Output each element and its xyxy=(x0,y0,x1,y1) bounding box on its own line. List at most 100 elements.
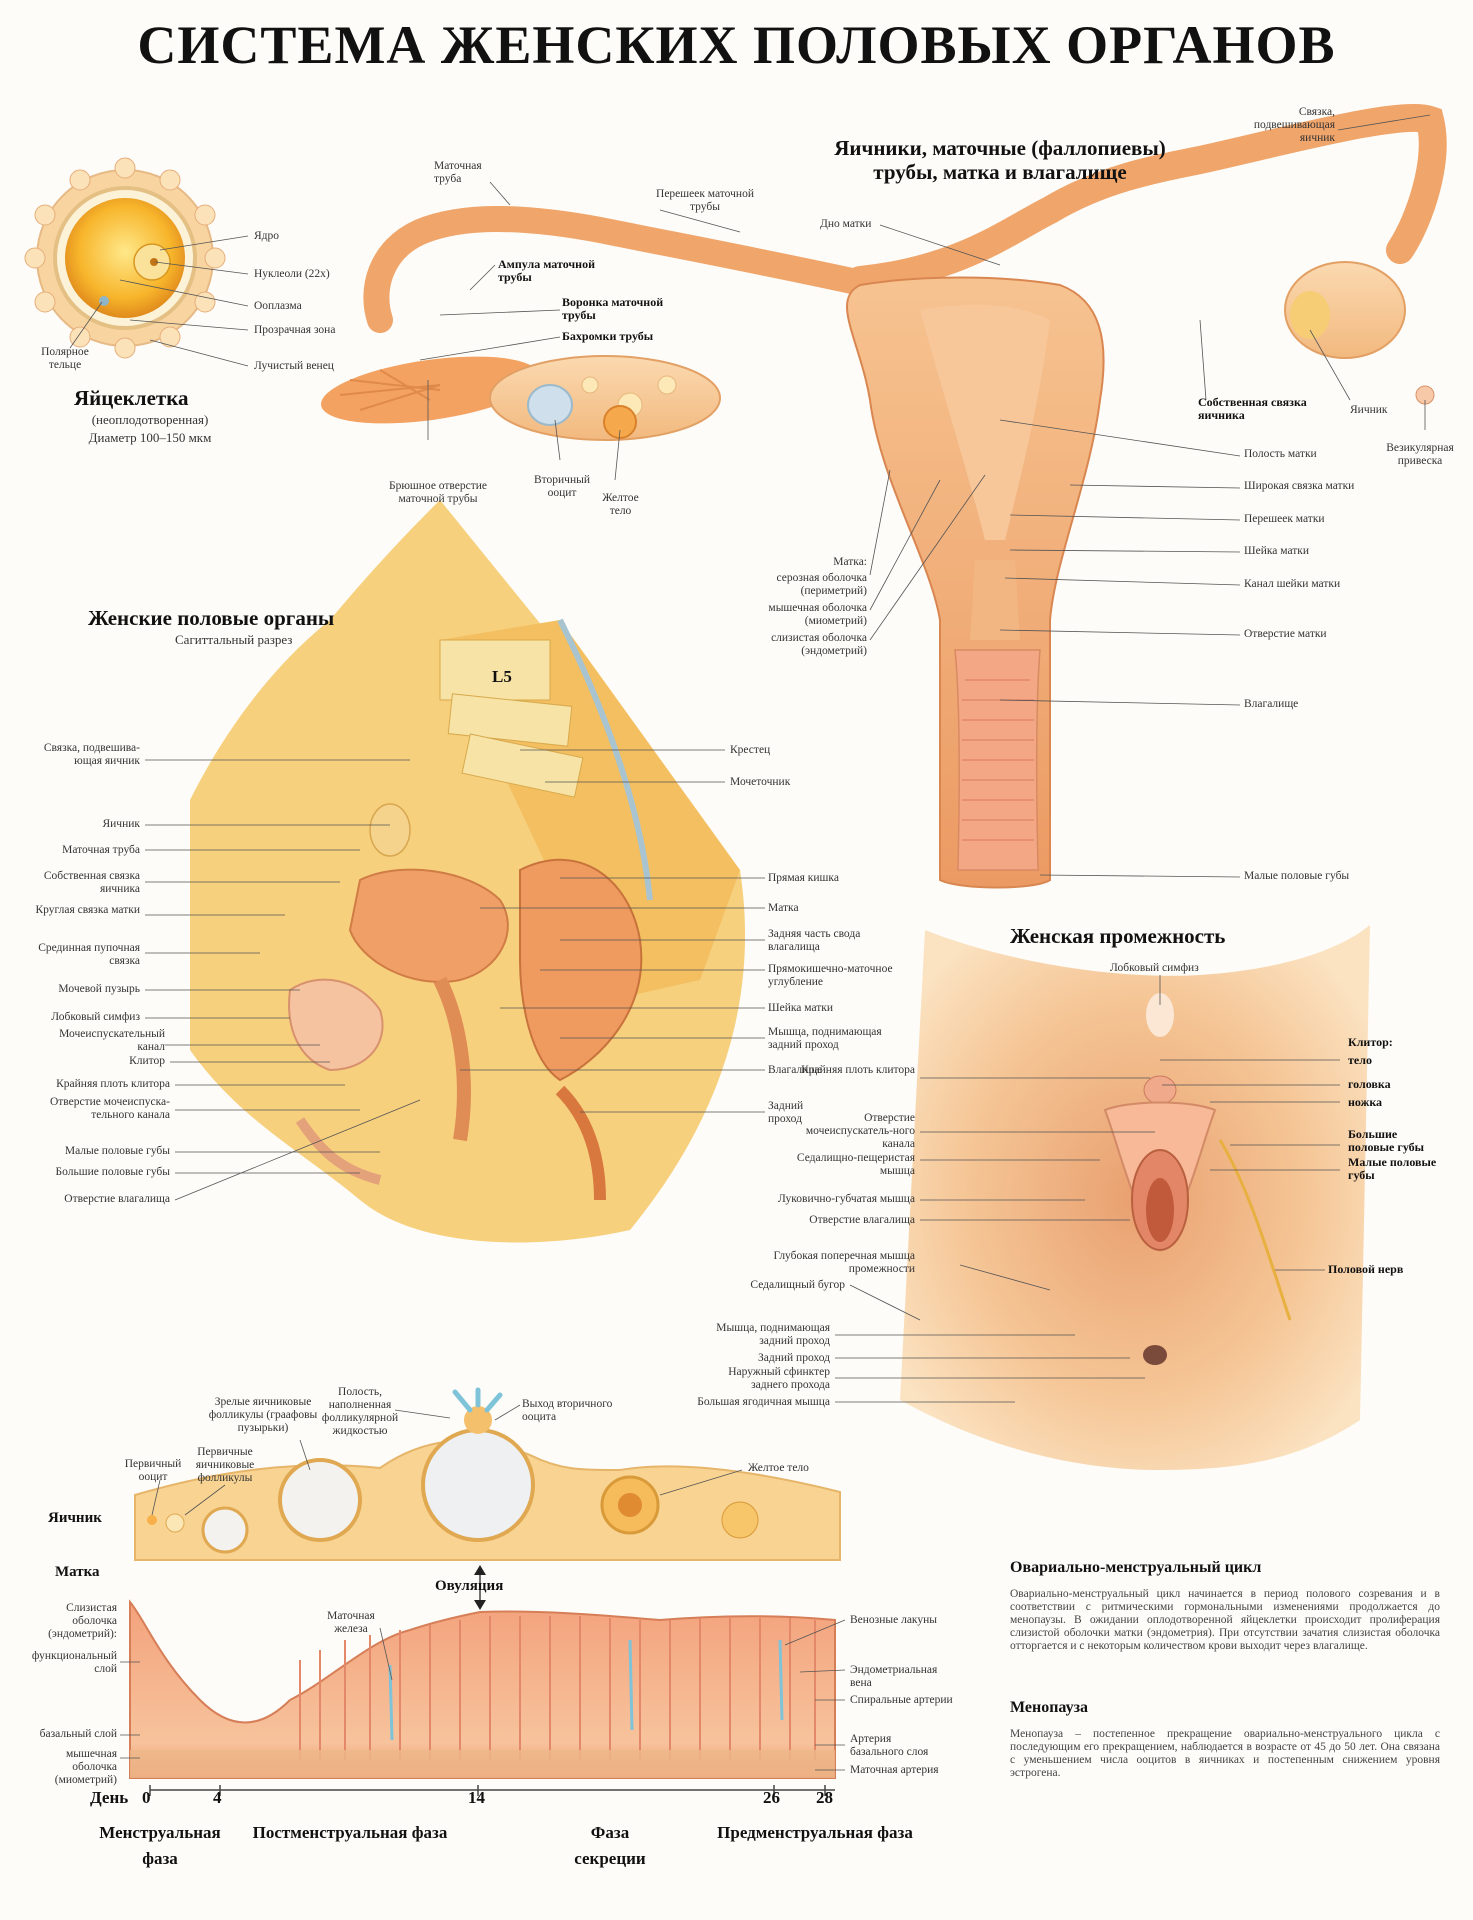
label-myometrium: мышечная оболочка (миометрий) xyxy=(768,602,867,627)
day-0: 0 xyxy=(142,1788,151,1807)
label-sag-urethral-opening: Отверстие мочеиспуска-тельного канала xyxy=(49,1096,170,1121)
label-sag-ovarian-ligament: Собственная связка яичника xyxy=(43,870,140,895)
phase-secretion: Фаза секреции xyxy=(574,1823,646,1868)
sagittal-title: Женские половые органы xyxy=(88,606,335,630)
label-sag-vaginal-opening: Отверстие влагалища xyxy=(64,1193,170,1205)
label-perimetrium: серозная оболочка (периметрий) xyxy=(776,572,867,597)
endometrium-cycle-illustration xyxy=(129,1599,836,1779)
label-endometrium: слизистая оболочка (эндометрий) xyxy=(771,632,867,657)
label-follicle-cavity: Полость, наполненная фолликулярной жидко… xyxy=(321,1386,399,1437)
label-ooplasm: Ооплазма xyxy=(254,300,302,312)
label-sag-anus: Задний проход xyxy=(768,1100,804,1125)
egg-diameter: Диаметр 100–150 мкм xyxy=(88,430,212,445)
egg-title: Яйцеклетка xyxy=(74,386,189,410)
label-sag-tube: Маточная труба xyxy=(62,844,140,856)
day-28: 28 xyxy=(816,1788,833,1807)
sagittal-section-illustration xyxy=(190,500,746,1243)
label-vesicular-appendage: Везикулярная привеска xyxy=(1386,442,1454,467)
label-endo-basal: базальный слой xyxy=(39,1728,117,1740)
label-endo-myometrium: мышечная оболочка (миометрий) xyxy=(54,1748,117,1786)
menopause-body: Менопауза – постепенное прекращение овар… xyxy=(1010,1728,1440,1779)
ovary-row-label: Яичник xyxy=(48,1510,102,1526)
label-corona-radiata: Лучистый венец xyxy=(254,360,334,372)
label-sag-cervix: Шейка матки xyxy=(768,1002,834,1014)
label-labia-minora-top: Малые половые губы xyxy=(1244,870,1350,882)
label-cycle-corpus-luteum: Желтое тело xyxy=(748,1462,809,1474)
label-sag-uterus: Матка xyxy=(768,902,799,914)
label-nucleoli: Нуклеоли (22х) xyxy=(254,268,330,280)
label-uterine-cavity: Полость матки xyxy=(1244,448,1317,460)
label-sag-clitoris: Клитор xyxy=(129,1055,165,1067)
label-cervix: Шейка матки xyxy=(1244,545,1310,557)
perineum-illustration xyxy=(900,925,1370,1470)
phase-menstrual: Менструальная фаза xyxy=(99,1823,221,1868)
label-sag-ovary: Яичник xyxy=(102,818,140,830)
label-vagina: Влагалище xyxy=(1244,698,1299,710)
label-sag-labia-minora: Малые половые губы xyxy=(64,1145,170,1157)
label-sag-vagina: Влагалище xyxy=(768,1064,823,1076)
label-sag-round-ligament: Круглая связка матки xyxy=(35,904,140,916)
label-per-ischiocavernosus: Седалищно-пещеристая мышца xyxy=(796,1152,915,1177)
label-oocyte-release: Выход вторичного ооцита xyxy=(522,1398,613,1423)
uterus-title-2: трубы, матка и влагалище xyxy=(873,160,1127,184)
label-sag-urethra: Мочеиспускательный канал xyxy=(59,1028,165,1053)
label-per-gluteus: Большая ягодичная мышца xyxy=(697,1396,830,1408)
day-14: 14 xyxy=(468,1788,485,1807)
phase-postmenstrual: Постменструальная фаза xyxy=(252,1823,448,1842)
label-per-labia-majora: Большие половые губы xyxy=(1348,1127,1425,1154)
cycle-text-title: Овариально-менструальный цикл xyxy=(1010,1559,1262,1576)
label-ovarian-ligament: Собственная связка яичника xyxy=(1198,395,1307,422)
label-per-labia-minora: Малые половые губы xyxy=(1348,1155,1437,1182)
label-primary-follicles: Первичные яичниковые фолликулы xyxy=(195,1446,255,1484)
menopause-title: Менопауза xyxy=(1010,1699,1089,1716)
label-sag-sacrum: Крестец xyxy=(730,744,771,756)
day-4: 4 xyxy=(213,1788,222,1807)
label-sag-umbilical-ligament: Срединная пупочная связка xyxy=(38,942,140,967)
label-polar-body: Полярное тельце xyxy=(41,346,89,371)
leader-lines xyxy=(69,114,1431,1771)
uterus-illustration xyxy=(320,104,1447,889)
ovary-cycle-illustration xyxy=(134,1387,841,1561)
label-sag-pubic-symphysis: Лобковый симфиз xyxy=(51,1011,140,1023)
label-sag-rectum: Прямая кишка xyxy=(768,872,839,884)
day-26: 26 xyxy=(763,1788,780,1807)
label-per-pubic-symphysis: Лобковый симфиз xyxy=(1110,962,1199,974)
label-per-anus: Задний проход xyxy=(757,1352,830,1364)
label-sag-posterior-fornix: Задняя часть свода влагалища xyxy=(768,928,861,953)
label-zona-pellucida: Прозрачная зона xyxy=(254,324,336,336)
label-endo-functional: функциональный слой xyxy=(31,1650,117,1675)
sagittal-subtitle: Сагиттальный разрез xyxy=(175,632,293,647)
label-fallopian-tube: Маточная труба xyxy=(434,160,482,185)
label-cervical-canal: Канал шейки матки xyxy=(1244,578,1341,590)
label-uterine-artery: Маточная артерия xyxy=(850,1764,939,1776)
egg-subtitle: (неоплодотворенная) xyxy=(91,412,209,427)
egg-cell-illustration xyxy=(24,157,226,359)
label-per-clitoris-crus: ножка xyxy=(1348,1095,1383,1109)
label-endometrial-vein: Эндометриальная вена xyxy=(850,1664,938,1689)
label-per-vaginal-opening: Отверстие влагалища xyxy=(809,1214,915,1226)
label-broad-ligament: Широкая связка матки xyxy=(1244,480,1355,492)
label-sag-ureter: Мочеточник xyxy=(730,776,791,788)
label-fimbriae: Бахромки трубы xyxy=(562,329,654,343)
label-l5: L5 xyxy=(492,667,512,686)
cycle-text-body: Овариально-менструальный цикл начинается… xyxy=(1010,1588,1440,1652)
label-sag-prepuce: Крайняя плоть клитора xyxy=(56,1078,170,1090)
label-per-external-sphincter: Наружный сфинктер заднего прохода xyxy=(728,1366,830,1391)
label-mature-follicles: Зрелые яичниковые фолликулы (граафовы пу… xyxy=(208,1396,318,1434)
label-corpus-luteum: Желтое тело xyxy=(602,492,639,517)
label-sag-levator-ani: Мышца, поднимающая задний проход xyxy=(768,1026,882,1051)
label-per-clitoris: Клитор: xyxy=(1348,1035,1393,1049)
label-per-clitoris-glans: головка xyxy=(1348,1077,1391,1091)
label-fundus: Дно матки xyxy=(820,218,872,230)
label-per-urethral-opening: Отверстие мочеиспускатель-ного канала xyxy=(805,1112,915,1150)
label-uterus-wall: Матка: xyxy=(833,556,867,568)
label-per-levator-ani: Мышца, поднимающая задний проход xyxy=(716,1322,830,1347)
label-abdominal-opening: Брюшное отверстие маточной трубы xyxy=(388,480,488,505)
label-venous-lacunae: Венозные лакуны xyxy=(850,1614,937,1626)
label-endo-mucosa: Слизистая оболочка (эндометрий): xyxy=(48,1602,117,1640)
label-infundibulum: Воронка маточной трубы xyxy=(562,295,664,322)
perineum-title: Женская промежность xyxy=(1010,924,1226,948)
label-primary-oocyte: Первичный ооцит xyxy=(124,1458,182,1483)
label-uterine-isthmus: Перешеек матки xyxy=(1244,513,1325,525)
